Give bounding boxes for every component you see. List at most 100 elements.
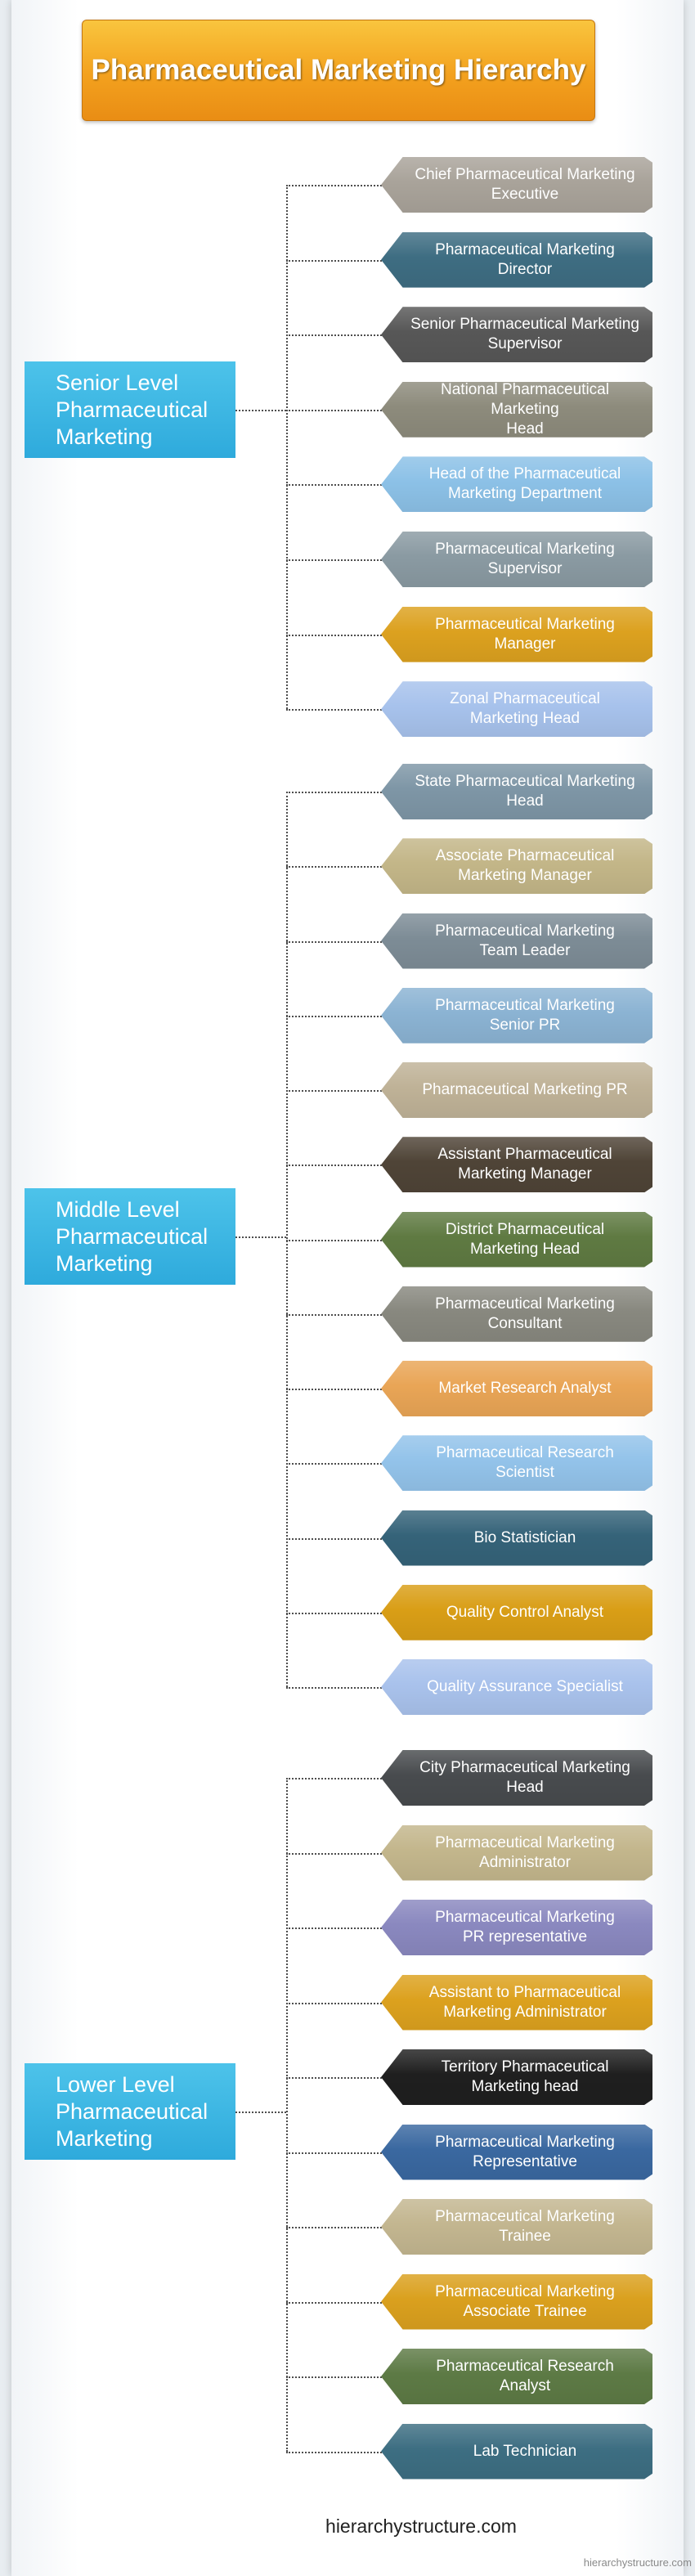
role-node: Pharmaceutical Marketing Administrator bbox=[381, 1824, 652, 1881]
role-label: District Pharmaceutical Marketing Head bbox=[445, 1220, 605, 1258]
role-node: Pharmaceutical Marketing Trainee bbox=[381, 2199, 652, 2255]
role-label: State Pharmaceutical Marketing Head bbox=[415, 773, 635, 810]
connector-vertical bbox=[286, 185, 288, 710]
role-label: Pharmaceutical Marketing Consultant bbox=[435, 1295, 615, 1332]
connector-branch bbox=[286, 409, 384, 411]
role-node: Zonal Pharmaceutical Marketing Head bbox=[381, 681, 652, 738]
role-label: Assistant Pharmaceutical Marketing Manag… bbox=[437, 1146, 612, 1183]
role-label: City Pharmaceutical Marketing Head bbox=[419, 1759, 630, 1796]
role-node: City Pharmaceutical Marketing Head bbox=[381, 1750, 652, 1806]
role-label: Pharmaceutical Marketing Senior PR bbox=[435, 996, 615, 1034]
role-node: Senior Pharmaceutical Marketing Supervis… bbox=[381, 307, 652, 363]
connector-branch bbox=[286, 709, 384, 711]
role-node: Pharmaceutical Marketing Manager bbox=[381, 606, 652, 662]
level-box-3: Lower Level Pharmaceutical Marketing bbox=[25, 2063, 235, 2160]
role-node: Quality Assurance Specialist bbox=[381, 1659, 652, 1715]
page-title: Pharmaceutical Marketing Hierarchy bbox=[91, 54, 586, 86]
connector-branch bbox=[286, 334, 384, 337]
role-label: Associate Pharmaceutical Marketing Manag… bbox=[435, 847, 615, 885]
role-node: Lab Technician bbox=[381, 2423, 652, 2480]
role-label: Pharmaceutical Marketing PR representati… bbox=[435, 1909, 615, 1945]
connector-branch bbox=[286, 2301, 384, 2304]
connector-branch bbox=[286, 2002, 384, 2004]
role-label: Quality Assurance Specialist bbox=[427, 1678, 623, 1695]
role-label: Lab Technician bbox=[473, 2442, 577, 2460]
level-box-1: Senior Level Pharmaceutical Marketing bbox=[25, 361, 235, 458]
role-label: Pharmaceutical Research Scientist bbox=[436, 1444, 614, 1482]
connector-branch bbox=[286, 2376, 384, 2378]
level-label: Middle Level Pharmaceutical Marketing bbox=[56, 1196, 208, 1276]
role-label: Pharmaceutical Research Analyst bbox=[436, 2358, 614, 2394]
connector-branch bbox=[286, 185, 384, 186]
connector-branch bbox=[286, 2227, 384, 2228]
role-label: Assistant to Pharmaceutical Marketing Ad… bbox=[428, 1983, 621, 2021]
role-node: Pharmaceutical Marketing Consultant bbox=[381, 1286, 652, 1342]
footer-site-link[interactable]: hierarchystructure.com bbox=[325, 2515, 517, 2537]
connector-branch bbox=[286, 866, 384, 868]
role-node: Pharmaceutical Marketing Associate Train… bbox=[381, 2273, 652, 2330]
connector-branch bbox=[286, 634, 384, 636]
role-node: Territory Pharmaceutical Marketing head bbox=[381, 2049, 652, 2105]
level-box-2: Middle Level Pharmaceutical Marketing bbox=[25, 1188, 235, 1285]
role-label: Territory Pharmaceutical Marketing head bbox=[441, 2058, 609, 2095]
connector-branch bbox=[286, 1928, 384, 1929]
role-label: Pharmaceutical Marketing Team Leader bbox=[435, 922, 615, 959]
role-label: Pharmaceutical Marketing Administrator bbox=[435, 1833, 615, 1871]
role-node: National Pharmaceutical Marketing Head bbox=[381, 380, 652, 438]
role-label: Quality Control Analyst bbox=[446, 1603, 604, 1621]
connector-branch bbox=[286, 1778, 384, 1779]
connector-branch bbox=[286, 1612, 384, 1614]
role-node: Pharmaceutical Marketing Supervisor bbox=[381, 532, 652, 587]
footer: hierarchystructure.com bbox=[0, 2515, 695, 2538]
connector-branch bbox=[286, 792, 384, 793]
connector-branch bbox=[286, 2152, 384, 2154]
connector-branch bbox=[286, 259, 384, 262]
connector-branch bbox=[286, 1389, 384, 1390]
connector-branch bbox=[286, 1090, 384, 1092]
role-label: Pharmaceutical Marketing PR bbox=[422, 1081, 628, 1098]
role-node: Associate Pharmaceutical Marketing Manag… bbox=[381, 838, 652, 895]
role-label: National Pharmaceutical Marketing Head bbox=[441, 380, 609, 438]
role-label: Pharmaceutical Marketing Representative bbox=[435, 2133, 615, 2170]
role-node: Pharmaceutical Marketing Director bbox=[381, 231, 652, 288]
connector-branch bbox=[286, 1463, 384, 1465]
role-node: Quality Control Analyst bbox=[381, 1584, 652, 1640]
level-label: Lower Level Pharmaceutical Marketing bbox=[56, 2071, 208, 2151]
watermark: hierarchystructure.com bbox=[583, 2556, 692, 2569]
title-banner: Pharmaceutical Marketing Hierarchy bbox=[82, 20, 595, 121]
connector-branch bbox=[286, 940, 384, 943]
role-node: Pharmaceutical Marketing Representative bbox=[381, 2124, 652, 2180]
connector-branch bbox=[286, 2451, 384, 2453]
role-node: Pharmaceutical Research Analyst bbox=[381, 2349, 652, 2404]
role-label: Bio Statistician bbox=[473, 1528, 576, 1546]
role-node: Assistant to Pharmaceutical Marketing Ad… bbox=[381, 1974, 652, 2031]
role-label: Pharmaceutical Marketing Associate Train… bbox=[435, 2282, 615, 2320]
connector-branch bbox=[286, 1537, 384, 1540]
connector-branch bbox=[286, 484, 384, 487]
connector-branch bbox=[286, 1852, 384, 1855]
role-node: Pharmaceutical Research Scientist bbox=[381, 1435, 652, 1492]
role-label: Zonal Pharmaceutical Marketing Head bbox=[450, 690, 600, 728]
role-label: Pharmaceutical Marketing Director bbox=[435, 240, 615, 278]
role-node: Pharmaceutical Marketing PR bbox=[381, 1062, 652, 1118]
role-node: State Pharmaceutical Marketing Head bbox=[381, 764, 652, 819]
role-label: Pharmaceutical Marketing Supervisor bbox=[435, 541, 615, 577]
role-node: Chief Pharmaceutical Marketing Executive bbox=[381, 157, 652, 213]
role-label: Pharmaceutical Marketing Manager bbox=[435, 615, 615, 653]
role-node: District Pharmaceutical Marketing Head bbox=[381, 1211, 652, 1268]
role-node: Bio Statistician bbox=[381, 1510, 652, 1566]
role-node: Assistant Pharmaceutical Marketing Manag… bbox=[381, 1137, 652, 1193]
role-label: Pharmaceutical Marketing Trainee bbox=[435, 2208, 615, 2245]
role-label: Chief Pharmaceutical Marketing Executive bbox=[415, 166, 635, 203]
connector-branch bbox=[286, 1687, 384, 1689]
connector-level bbox=[235, 410, 286, 411]
level-label: Senior Level Pharmaceutical Marketing bbox=[56, 370, 208, 449]
role-node: Pharmaceutical Marketing Team Leader bbox=[381, 913, 652, 969]
connector-branch bbox=[286, 1165, 384, 1167]
connector-level bbox=[235, 2112, 286, 2113]
connector-branch bbox=[286, 2077, 384, 2079]
role-node: Market Research Analyst bbox=[381, 1361, 652, 1416]
role-label: Head of the Pharmaceutical Marketing Dep… bbox=[428, 465, 621, 503]
connector-branch bbox=[286, 1239, 384, 1241]
connector-branch bbox=[286, 559, 384, 561]
